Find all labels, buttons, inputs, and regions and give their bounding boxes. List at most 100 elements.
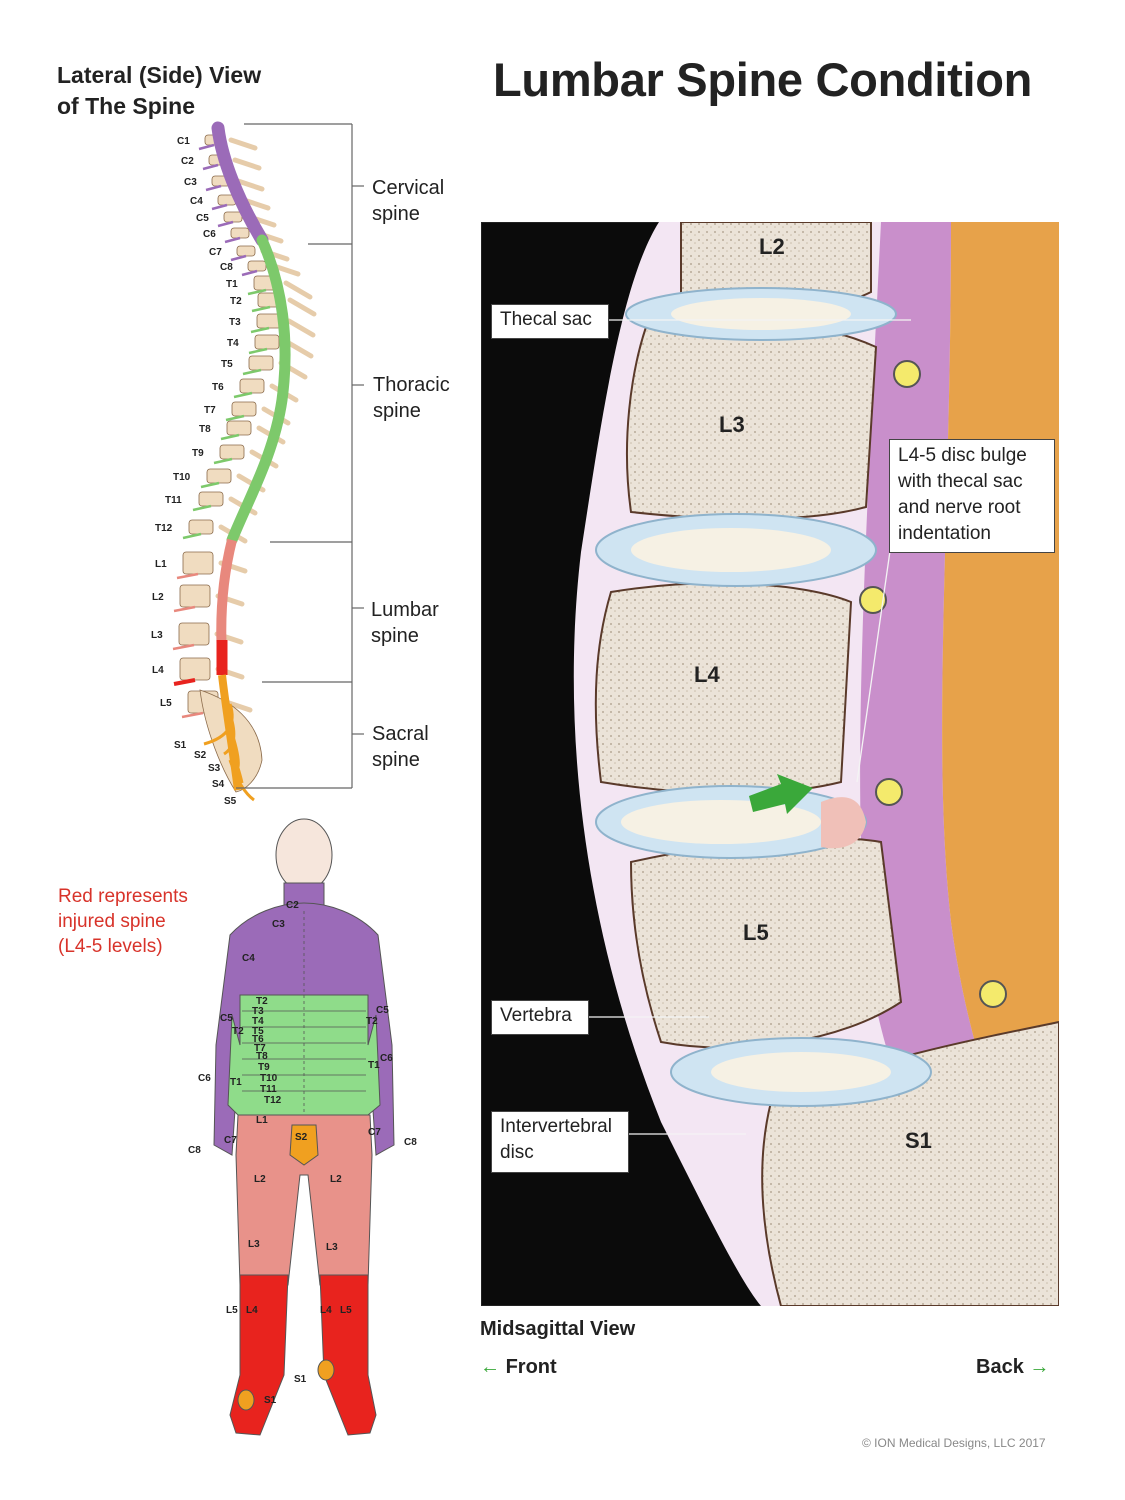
nerve-root	[202, 163, 219, 171]
vertebra-label: T2	[230, 296, 242, 307]
front-direction: ← Front	[480, 1356, 557, 1378]
svg-text:L4: L4	[320, 1305, 332, 1316]
sacral-nerve-root	[203, 703, 234, 746]
svg-text:L1: L1	[256, 1115, 268, 1126]
vertebra-label: T5	[221, 359, 233, 370]
nerve-root	[220, 433, 240, 441]
injury-note: Red represents injured spine (L4-5 level…	[58, 886, 188, 957]
lateral-spine-diagram: C1C2C3C4C5C6C7C8T1T2T3T4T5T6T7T8T9T10T11…	[151, 121, 364, 807]
svg-text:T12: T12	[264, 1095, 282, 1106]
dermatome-lines	[242, 911, 366, 1115]
nerve-root	[182, 532, 202, 540]
copyright: © ION Medical Designs, LLC 2017	[862, 1436, 1046, 1450]
nerve-root	[217, 220, 234, 228]
nerve-root	[198, 143, 215, 151]
svg-text:C5: C5	[376, 1005, 389, 1016]
vertebra-label: C8	[220, 262, 233, 273]
svg-text:L2: L2	[254, 1174, 266, 1185]
vertebral-bodies	[178, 134, 317, 793]
svg-text:S1: S1	[905, 1128, 932, 1153]
lateral-title-line1: Lateral (Side) View	[57, 62, 262, 88]
spinal-cord-cervical	[211, 121, 269, 247]
vertebra-label: C4	[190, 196, 203, 207]
vertebra-label: C2	[181, 156, 194, 167]
dermatome-body-map: C2 C3 C4 C5 C5 C6 C6 C7 C7 C8 C8 T2 T2 T…	[188, 818, 417, 1436]
svg-text:T8: T8	[256, 1051, 268, 1062]
svg-text:C8: C8	[404, 1137, 417, 1148]
disc-nuclei	[621, 298, 891, 1092]
vertebra-label: C7	[209, 247, 222, 258]
callout-thecal-sac: Thecal sac	[491, 304, 609, 339]
back-direction: Back →	[976, 1356, 1050, 1378]
vertebral-body	[254, 334, 280, 350]
vertebra-label: S3	[208, 763, 221, 774]
svg-text:C7: C7	[224, 1135, 237, 1146]
nerve-root	[225, 414, 245, 422]
vertebra-label: T1	[226, 279, 238, 290]
vertebral-body	[198, 491, 224, 507]
midsagittal-view-label: Midsagittal View	[480, 1318, 636, 1340]
svg-text:L2: L2	[759, 234, 785, 259]
vertebra-label: C3	[184, 177, 197, 188]
right-foot-s1	[317, 1359, 335, 1381]
page-title: Lumbar Spine Condition	[493, 53, 1033, 106]
svg-text:T1: T1	[230, 1077, 242, 1088]
spinous-process	[284, 339, 314, 359]
sacral-nerve-root	[228, 759, 255, 802]
green-arrow-icon	[749, 774, 813, 814]
spinous-process	[235, 178, 265, 192]
vertebra-label: T7	[204, 405, 216, 416]
nerve-root	[205, 184, 222, 192]
nerve-root	[247, 288, 267, 296]
nerve-root	[230, 254, 247, 262]
spinal-cord-thoracic	[226, 234, 291, 546]
vertebral-body	[182, 551, 214, 575]
svg-text:L5: L5	[226, 1305, 238, 1316]
vertebra-label: T10	[173, 472, 191, 483]
vertebra-label: L1	[155, 559, 167, 570]
nerve-root	[172, 643, 195, 651]
nerve-root	[224, 236, 241, 244]
svg-text:C6: C6	[198, 1073, 211, 1084]
vertebra-label: T8	[199, 424, 211, 435]
spinous-process	[286, 318, 316, 338]
midsagittal-vertebra-labels: L2 L3 L4 L5 S1	[694, 234, 932, 1153]
svg-text:T9: T9	[258, 1062, 270, 1073]
vertebral-body	[239, 378, 265, 394]
vertebra-label: T11	[165, 495, 182, 506]
vertebra-label: L2	[152, 592, 164, 603]
nerve-root	[242, 368, 262, 376]
arrow-left-icon: ←	[480, 1356, 500, 1378]
nerve-root	[173, 605, 196, 613]
vertebra-label: T12	[155, 523, 173, 534]
vertebral-body	[219, 444, 245, 460]
callout-leader-lines	[589, 319, 911, 1135]
vertebral-body	[226, 420, 252, 436]
callout-vertebra: Vertebra	[491, 1000, 589, 1035]
vertebra-label: S5	[224, 796, 237, 807]
svg-text:L4: L4	[694, 662, 720, 687]
nerve-roots	[172, 143, 271, 802]
body-lumbar-region	[235, 1114, 373, 1286]
vertebra-label: T9	[192, 448, 204, 459]
region-lumbar: Lumbar spine	[371, 599, 439, 647]
svg-text:L3: L3	[719, 412, 745, 437]
nerve-root	[213, 457, 233, 465]
vertebra-label: S2	[194, 750, 207, 761]
vertebral-body	[179, 584, 211, 608]
arrow-right-icon: →	[1029, 1356, 1050, 1378]
nerve-root	[251, 305, 271, 313]
right-leg-injured	[319, 1274, 377, 1436]
svg-text:T11: T11	[260, 1084, 277, 1095]
svg-text:T5: T5	[252, 1026, 264, 1037]
callout-intervertebral-disc: Intervertebral disc	[491, 1111, 629, 1173]
nerve-root	[211, 203, 228, 211]
svg-text:T4: T4	[252, 1016, 264, 1027]
sacral-nerve-root	[228, 742, 244, 784]
vertebra-label: S1	[174, 740, 187, 751]
svg-text:T2: T2	[232, 1026, 244, 1037]
vertebral-body	[231, 401, 257, 417]
vertebra-label: T4	[227, 338, 239, 349]
vertebra-label: T6	[212, 382, 224, 393]
vertebra-label: C5	[196, 213, 209, 224]
